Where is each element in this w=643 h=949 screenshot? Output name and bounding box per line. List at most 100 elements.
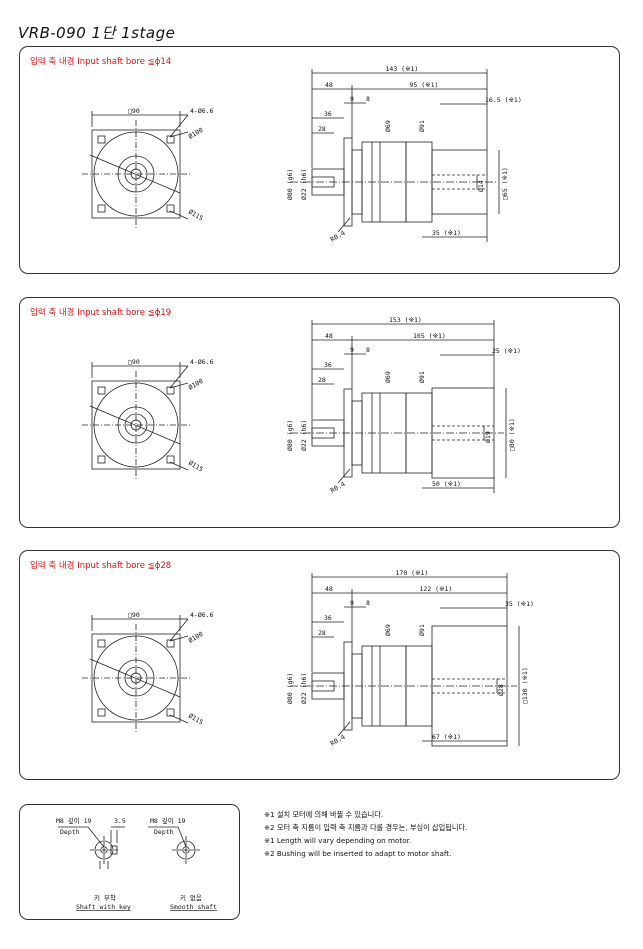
dim-adapter-square: □130 (※1) bbox=[521, 667, 529, 704]
dim-radius: R0.4 bbox=[329, 733, 347, 748]
dim-body-length: 95 (※1) bbox=[410, 81, 439, 89]
dim-motor: 16.5 (※1) bbox=[485, 96, 522, 104]
front-outer-label: Ø115 bbox=[187, 712, 205, 727]
right-depth-label: Depth bbox=[154, 828, 174, 836]
dim-motor: 35 (※1) bbox=[505, 600, 534, 608]
note-2: ※2 모터 축 지름이 입력 축 지름과 다를 경우는, 부싱이 삽입됩니다. bbox=[264, 823, 468, 832]
mount-hole bbox=[166, 455, 175, 464]
front-square-label: □90 bbox=[128, 611, 140, 619]
dim-48: 48 bbox=[325, 332, 333, 340]
note-4: ※2 Bushing will be inserted to adapt to … bbox=[264, 849, 452, 858]
dim-total-length: 143 (※1) bbox=[386, 65, 419, 73]
dim-d91: Ø91 bbox=[418, 624, 426, 636]
dim-bottom-length: 35 (※1) bbox=[432, 229, 461, 237]
stage-caption: 입력 축 내경 Input shaft bore ≦ϕ14 bbox=[30, 57, 172, 67]
mount-hole bbox=[166, 708, 175, 717]
stage-panel: 입력 축 내경 Input shaft bore ≦ϕ14 bbox=[19, 46, 620, 274]
dim-bore: Ø19 bbox=[484, 431, 492, 443]
smooth-shaft-circle bbox=[176, 840, 196, 860]
flange-square bbox=[91, 129, 181, 219]
dim-radius: R0.4 bbox=[329, 480, 347, 495]
front-outer-label: Ø115 bbox=[187, 459, 205, 474]
dim-9: 9 bbox=[350, 346, 354, 354]
front-holes-label: 4-Ø6.6 bbox=[190, 107, 214, 115]
dim-bottom-length: 67 (※1) bbox=[432, 733, 461, 741]
front-square-label: □90 bbox=[128, 358, 140, 366]
dim-9: 9 bbox=[350, 95, 354, 103]
flange-square bbox=[91, 633, 181, 723]
mount-hole bbox=[97, 455, 106, 464]
mount-hole bbox=[97, 204, 106, 213]
front-pcd-label: Ø100 bbox=[187, 630, 205, 645]
note-1: ※1 설치 모터에 의해 바뀔 수 있습니다. bbox=[264, 810, 384, 819]
mount-hole bbox=[97, 135, 106, 144]
motor-adapter bbox=[431, 625, 508, 747]
dim-adapter-square: □80 (※1) bbox=[508, 418, 516, 451]
front-pcd-label: Ø100 bbox=[187, 126, 205, 141]
right-thread-label: M8 깊이 19 bbox=[150, 816, 186, 825]
front-holes-label: 4-Ø6.6 bbox=[190, 611, 214, 619]
key-dim-label: 3.5 bbox=[114, 817, 126, 825]
dim-28: 28 bbox=[318, 629, 326, 637]
mount-hole bbox=[97, 639, 106, 648]
front-holes-label: 4-Ø6.6 bbox=[190, 358, 214, 366]
dim-8: 8 bbox=[366, 346, 370, 354]
dim-shaft-dia: Ø22 (h6) bbox=[300, 673, 308, 704]
dim-body-length: 122 (※1) bbox=[420, 585, 453, 593]
flange-square bbox=[91, 380, 181, 470]
dim-output-dia: Ø80 (g6) bbox=[286, 169, 294, 200]
stage-panel: 입력 축 내경 Input shaft bore ≦ϕ19 bbox=[19, 297, 620, 528]
motor-adapter bbox=[431, 387, 495, 479]
stage-drawing: 153 (※1) 48 105 (※1) 9 8 36 28 25 (※1) 5… bbox=[82, 316, 521, 495]
notes: ※1 설치 모터에 의해 바뀔 수 있습니다. ※2 모터 축 지름이 입력 축… bbox=[264, 808, 467, 860]
dim-bottom-length: 50 (※1) bbox=[432, 480, 461, 488]
dim-48: 48 bbox=[325, 81, 333, 89]
dim-d69: Ø69 bbox=[384, 371, 392, 383]
right-label-kr: 키 없음 bbox=[180, 893, 202, 902]
dim-9: 9 bbox=[350, 599, 354, 607]
stage-drawing: 170 (※1) 48 122 (※1) 9 8 36 28 35 (※1) 6… bbox=[82, 569, 534, 748]
stage-panel: 입력 축 내경 Input shaft bore ≦ϕ28 bbox=[19, 550, 620, 780]
left-label-kr: 키 부착 bbox=[94, 893, 116, 902]
stage-caption: 입력 축 내경 Input shaft bore ≦ϕ19 bbox=[30, 308, 172, 318]
dim-adapter-square: □65 (※1) bbox=[501, 167, 509, 200]
dim-shaft-dia: Ø22 (h6) bbox=[300, 169, 308, 200]
stage-drawing: 143 (※1) 48 95 (※1) 9 8 36 28 16.5 (※1) … bbox=[82, 65, 522, 244]
shaft-detail-drawing: M8 깊이 19 Depth 3.5 M8 깊이 19 Depth 키 부착 S… bbox=[56, 816, 217, 911]
page-title: VRB-090 1단 1stage bbox=[18, 24, 176, 42]
dim-48: 48 bbox=[325, 585, 333, 593]
front-outer-label: Ø115 bbox=[187, 208, 205, 223]
dim-d91: Ø91 bbox=[418, 120, 426, 132]
dim-8: 8 bbox=[366, 95, 370, 103]
dim-28: 28 bbox=[318, 376, 326, 384]
dim-bore: Ø14 bbox=[477, 180, 485, 192]
dim-bore: Ø28 bbox=[497, 684, 505, 696]
dim-total-length: 170 (※1) bbox=[396, 569, 429, 577]
dim-d69: Ø69 bbox=[384, 624, 392, 636]
stage-caption: 입력 축 내경 Input shaft bore ≦ϕ28 bbox=[30, 561, 172, 571]
dim-36: 36 bbox=[324, 614, 332, 622]
mount-hole bbox=[97, 386, 106, 395]
left-thread-label: M8 깊이 19 bbox=[56, 816, 92, 825]
note-3: ※1 Length will vary depending on motor. bbox=[264, 836, 412, 845]
dim-motor: 25 (※1) bbox=[492, 347, 521, 355]
dim-d91: Ø91 bbox=[418, 371, 426, 383]
dim-body-length: 105 (※1) bbox=[413, 332, 446, 340]
dim-radius: R0.4 bbox=[329, 229, 347, 244]
right-label-en: Smooth shaft bbox=[170, 903, 217, 911]
dim-36: 36 bbox=[324, 110, 332, 118]
front-square-label: □90 bbox=[128, 107, 140, 115]
dim-8: 8 bbox=[366, 599, 370, 607]
dim-output-dia: Ø80 (g6) bbox=[286, 420, 294, 451]
dim-output-dia: Ø80 (g6) bbox=[286, 673, 294, 704]
mount-hole bbox=[97, 708, 106, 717]
shaft-detail-panel: M8 깊이 19 Depth 3.5 M8 깊이 19 Depth 키 부착 S… bbox=[19, 804, 240, 920]
dim-28: 28 bbox=[318, 125, 326, 133]
front-pcd-label: Ø100 bbox=[187, 377, 205, 392]
left-label-en: Shaft with key bbox=[76, 903, 131, 911]
left-depth-label: Depth bbox=[60, 828, 80, 836]
dim-36: 36 bbox=[324, 361, 332, 369]
dim-total-length: 153 (※1) bbox=[389, 316, 422, 324]
dim-d69: Ø69 bbox=[384, 120, 392, 132]
dim-shaft-dia: Ø22 (h6) bbox=[300, 420, 308, 451]
